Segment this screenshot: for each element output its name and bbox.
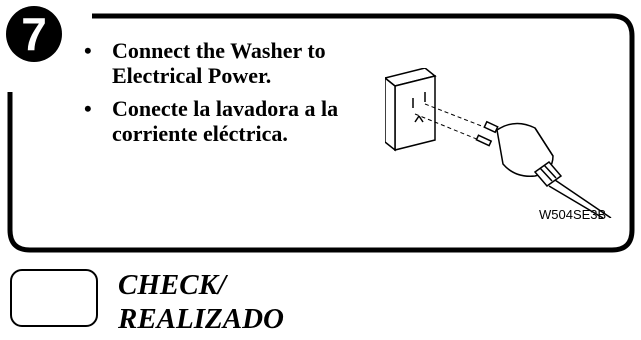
instruction-spanish: Conecte la lavadora a la corriente eléct… [84,96,384,146]
instruction-english: Connect the Washer to Electrical Power. [84,38,384,88]
check-label-line1: CHECK/ [118,268,284,302]
instruction-list: Connect the Washer to Electrical Power. … [84,38,384,154]
check-label: CHECK/ REALIZADO [118,268,284,336]
figure-code: W504SE3B [539,207,606,222]
power-plug-icon [476,122,611,218]
check-box[interactable] [10,269,98,327]
check-label-line2: REALIZADO [118,302,284,336]
outlet-plug-illustration [385,68,625,218]
step-number-badge: 7 [6,6,62,62]
wall-outlet-icon [385,68,435,150]
